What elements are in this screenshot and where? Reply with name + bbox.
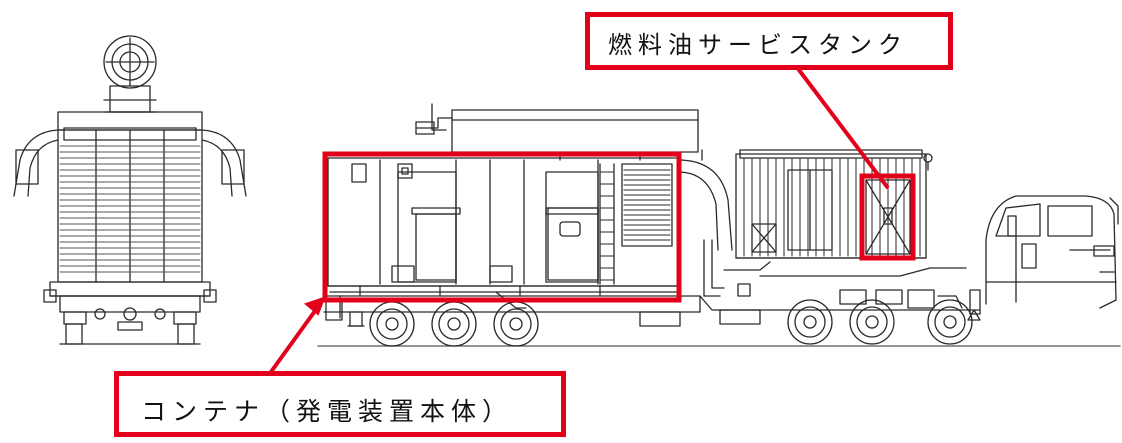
front-view [13,35,247,345]
fuel-tank-highlight-frame [859,173,916,261]
container-callout-label: コンテナ（発電装置本体） [141,397,514,426]
fuel-tank-leader-line [794,64,890,190]
fuel-tank-callout: 燃料油サービスタンク [585,12,953,70]
container-highlight-frame [322,151,682,303]
fuel-tank-callout-label: 燃料油サービスタンク [608,31,908,59]
side-view [317,103,1121,347]
container-callout: コンテナ（発電装置本体） [114,371,566,437]
container-leader-arrowhead [303,296,326,316]
container-leader-line [266,302,322,378]
